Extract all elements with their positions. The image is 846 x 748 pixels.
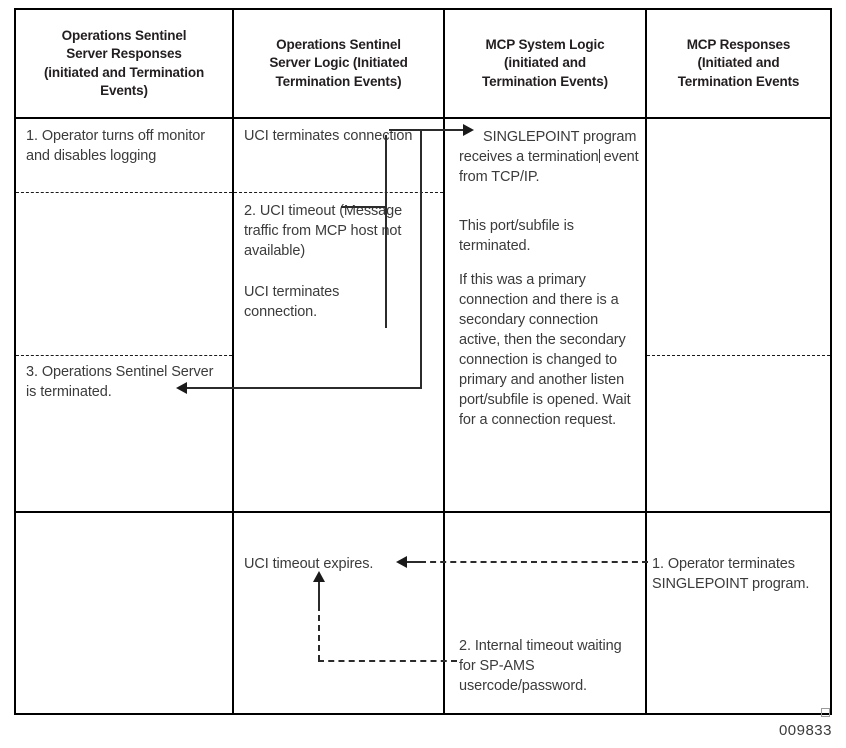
cell-text-col2-block3: UCI terminates connection. <box>244 282 414 322</box>
row-divider-rule <box>16 511 830 513</box>
connector-internal-timeout-dashed-vertical <box>318 605 320 661</box>
header-line: Server Logic (Initiated <box>269 55 408 71</box>
paragraph: UCI terminates connection <box>244 128 413 144</box>
header-line: (initiated and <box>504 55 586 71</box>
paragraph: 2. Internal timeout waiting for SP-AMS u… <box>459 638 622 694</box>
paragraph: If this was a primary connection and the… <box>459 272 631 428</box>
header-line: Termination Events) <box>275 73 402 89</box>
dashed-separator-col1-a <box>16 192 232 193</box>
connector-operator-terminates-dashed <box>420 561 648 563</box>
header-line: MCP System Logic <box>485 37 605 53</box>
header-line: MCP Responses <box>686 37 791 53</box>
header-line: Operations Sentinel <box>276 37 401 53</box>
cell-text-col2-block2: 2. UCI timeout (Message traffic from MCP… <box>244 201 434 261</box>
connector-internal-timeout-dashed-horizontal <box>318 660 457 662</box>
column-separator-2 <box>443 10 445 713</box>
header-line: (Initiated and <box>697 55 780 71</box>
paragraph: 1. Operator terminates SINGLEPOINT progr… <box>652 556 810 592</box>
connector-internal-timeout-solid-vertical <box>318 582 320 606</box>
column-header-mcp-responses: MCP Responses (Initiated and Termination… <box>647 10 830 117</box>
cell-text-col3-block2: This port/subfile is terminated. <box>459 216 639 256</box>
paragraph: UCI timeout expires. <box>244 556 374 572</box>
dashed-separator-col1-b <box>16 355 232 356</box>
header-line: (initiated and Termination <box>43 64 205 80</box>
paragraph: SINGLEPOINT program receives a terminati… <box>459 127 639 187</box>
paragraph: This port/subfile is terminated. <box>459 218 574 254</box>
paragraph: UCI terminates connection. <box>244 284 340 320</box>
connector-return-arrowhead <box>176 382 187 394</box>
column-separator-3 <box>645 10 647 713</box>
header-line: Events) <box>100 82 148 98</box>
column-header-operations-sentinel-server-responses: Operations Sentinel Server Responses (in… <box>16 10 232 117</box>
cell-text-col1-block1: 1. Operator turns off monitor and disabl… <box>26 126 222 166</box>
cell-text-col2-block1: UCI terminates connection <box>244 126 414 146</box>
header-rule <box>16 117 830 119</box>
text-caret <box>598 149 600 163</box>
swimlane-table: Operations Sentinel Server Responses (in… <box>14 8 832 715</box>
paragraph-part-before-caret: SINGLEPOINT program receives a terminati… <box>459 129 637 165</box>
connector-trunk-vertical-outer <box>385 135 387 328</box>
cell-text-row2-col4: 1. Operator terminates SINGLEPOINT progr… <box>652 554 832 594</box>
paragraph: 3. Operations Sentinel Server is termina… <box>26 364 214 400</box>
connector-internal-timeout-arrowhead <box>313 571 325 582</box>
connector-uci-terminates-arrowhead <box>463 124 474 136</box>
cell-text-row2-col2: UCI timeout expires. <box>244 554 434 574</box>
cell-text-row2-col3: 2. Internal timeout waiting for SP-AMS u… <box>459 636 639 696</box>
column-header-mcp-system-logic: MCP System Logic (initiated and Terminat… <box>445 10 645 117</box>
connector-return-horizontal <box>187 387 422 389</box>
connector-uci-timeout-horizontal <box>341 206 387 208</box>
paragraph-part-after-caret: event from TCP/IP. <box>459 149 639 185</box>
header-line: Termination Events <box>677 73 800 89</box>
column-header-operations-sentinel-server-logic: Operations Sentinel Server Logic (Initia… <box>234 10 443 117</box>
figure-id: 009833 <box>778 722 832 739</box>
paragraph: 2. UCI timeout (Message traffic from MCP… <box>244 203 403 259</box>
dashed-separator-col4-a <box>647 355 830 356</box>
column-separator-1 <box>232 10 234 713</box>
header-line: Operations Sentinel <box>61 28 187 44</box>
connector-uci-terminates-horizontal <box>389 129 465 131</box>
dashed-separator-col2-a <box>234 192 443 193</box>
header-line: Server Responses <box>66 46 182 62</box>
cell-text-col3-block3: If this was a primary connection and the… <box>459 270 639 430</box>
cell-text-col1-block2: 3. Operations Sentinel Server is termina… <box>26 362 226 402</box>
connector-trunk-vertical-inner <box>420 129 422 388</box>
header-line: Termination Events) <box>482 73 608 89</box>
connector-operator-terminates-arrowhead <box>396 556 407 568</box>
paragraph: 1. Operator turns off monitor and disabl… <box>26 128 205 164</box>
corner-registration-mark <box>821 708 830 717</box>
cell-text-col3-block1: SINGLEPOINT program receives a terminati… <box>459 127 639 187</box>
connector-operator-terminates-solid-tail <box>407 561 423 563</box>
